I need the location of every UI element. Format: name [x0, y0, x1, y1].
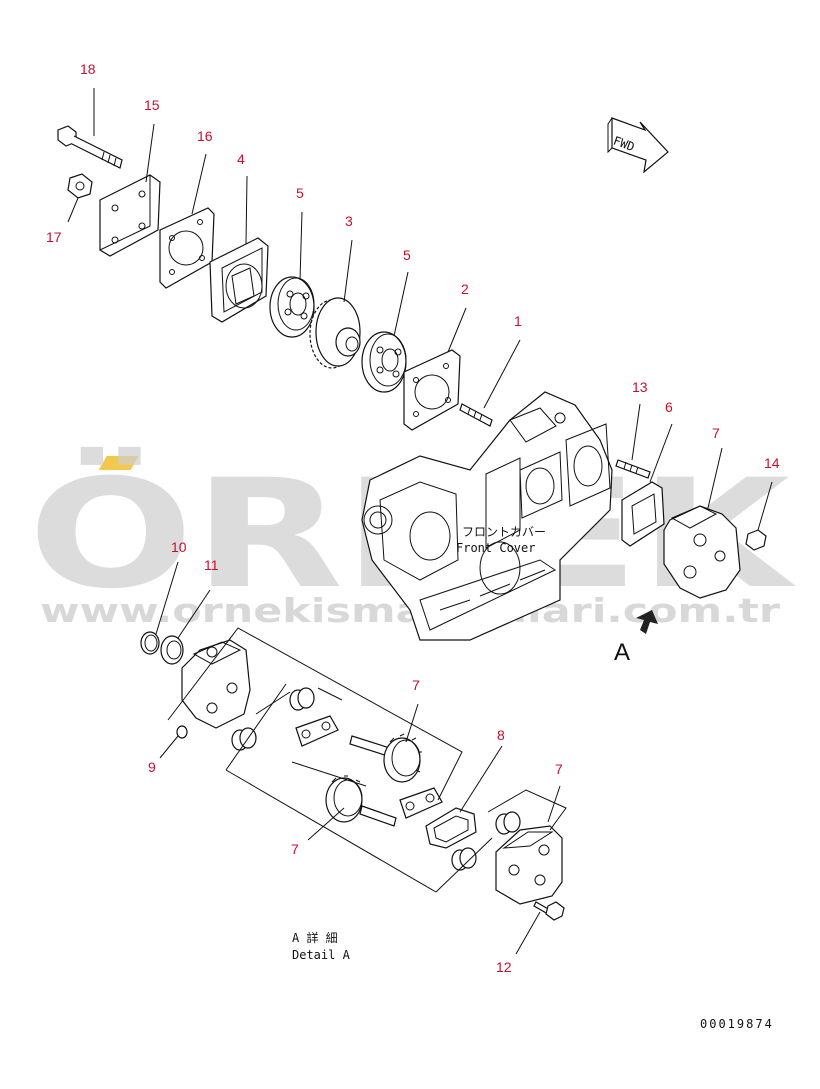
bearing-housing-4-icon — [209, 237, 269, 323]
gasket-6-icon — [621, 481, 665, 547]
callout-2: 2 — [461, 281, 469, 297]
callout-16: 16 — [197, 128, 213, 144]
front-cover-jp-label: フロントカバー — [462, 525, 546, 539]
callout-14: 14 — [764, 455, 780, 471]
dowel-pin-9-icon — [176, 725, 188, 739]
cover-plate-15-icon — [99, 174, 161, 257]
view-a-label: A — [614, 639, 630, 666]
bushing-right-upper-icon — [495, 811, 521, 835]
callout-7b: 7 — [412, 677, 420, 693]
oil-pump-7-icon — [663, 505, 741, 599]
callout-8: 8 — [497, 727, 505, 743]
callout-7d: 7 — [291, 841, 299, 857]
bolt-12-icon — [533, 901, 565, 921]
bolt-18-icon — [57, 125, 123, 169]
bushing-upper-icon — [289, 687, 315, 711]
callout-11: 11 — [204, 557, 219, 573]
callout-10: 10 — [171, 539, 187, 555]
idler-gear-3-icon — [309, 297, 361, 369]
fwd-label: FWD — [611, 134, 636, 155]
stud-13-icon — [615, 459, 651, 479]
snap-ring-10-icon — [140, 631, 160, 655]
callout-5: 5 — [296, 185, 304, 201]
callout-9: 9 — [148, 759, 156, 775]
callout-4: 4 — [237, 151, 245, 167]
callouts: 18 15 16 4 5 3 5 2 1 17 13 6 7 14 10 11 … — [46, 61, 780, 975]
pump-body-left-icon — [181, 639, 251, 729]
gasket-16-icon — [159, 207, 215, 289]
pump-cover-right-icon — [495, 825, 563, 905]
leader-lines — [67, 88, 773, 955]
drive-gear-shaft-7-icon — [349, 733, 422, 783]
callout-5b: 5 — [403, 247, 411, 263]
callout-18: 18 — [80, 61, 96, 77]
nut-17-icon — [67, 173, 93, 199]
callout-17: 17 — [46, 229, 62, 245]
driven-gear-7-icon — [325, 775, 397, 827]
fwd-arrow-icon: FWD — [607, 117, 669, 174]
callout-6: 6 — [665, 399, 673, 415]
callout-13: 13 — [632, 379, 648, 395]
gasket-2-icon — [403, 349, 461, 431]
explode-guide-lines — [167, 627, 567, 893]
detail-a-jp-caption: A 詳 細 — [292, 930, 338, 945]
callout-1: 1 — [514, 313, 522, 329]
spacer-plate-upper-icon — [295, 715, 339, 747]
drawing-number: 00019874 — [700, 1017, 774, 1031]
detail-a-en-caption: Detail A — [292, 948, 351, 962]
bushing-right-lower-icon — [451, 847, 477, 871]
callout-12: 12 — [496, 959, 512, 975]
bearing-5-right-icon — [361, 331, 407, 393]
spacer-plate-lower-icon — [399, 787, 443, 819]
bolt-14-icon — [745, 529, 767, 551]
front-cover-en-label: Front Cover — [456, 541, 535, 555]
callout-3: 3 — [345, 213, 353, 229]
callout-7c: 7 — [555, 761, 563, 777]
callout-15: 15 — [144, 97, 160, 113]
pump-gasket-8-icon — [425, 807, 477, 849]
watermark-umlaut-right — [98, 456, 139, 470]
stud-1-icon — [459, 403, 493, 427]
callout-7: 7 — [712, 425, 720, 441]
bearing-5-left-icon — [269, 276, 315, 338]
front-cover-icon — [361, 391, 613, 641]
oil-seal-11-icon — [160, 635, 184, 665]
view-a-arrow-icon — [636, 610, 658, 634]
